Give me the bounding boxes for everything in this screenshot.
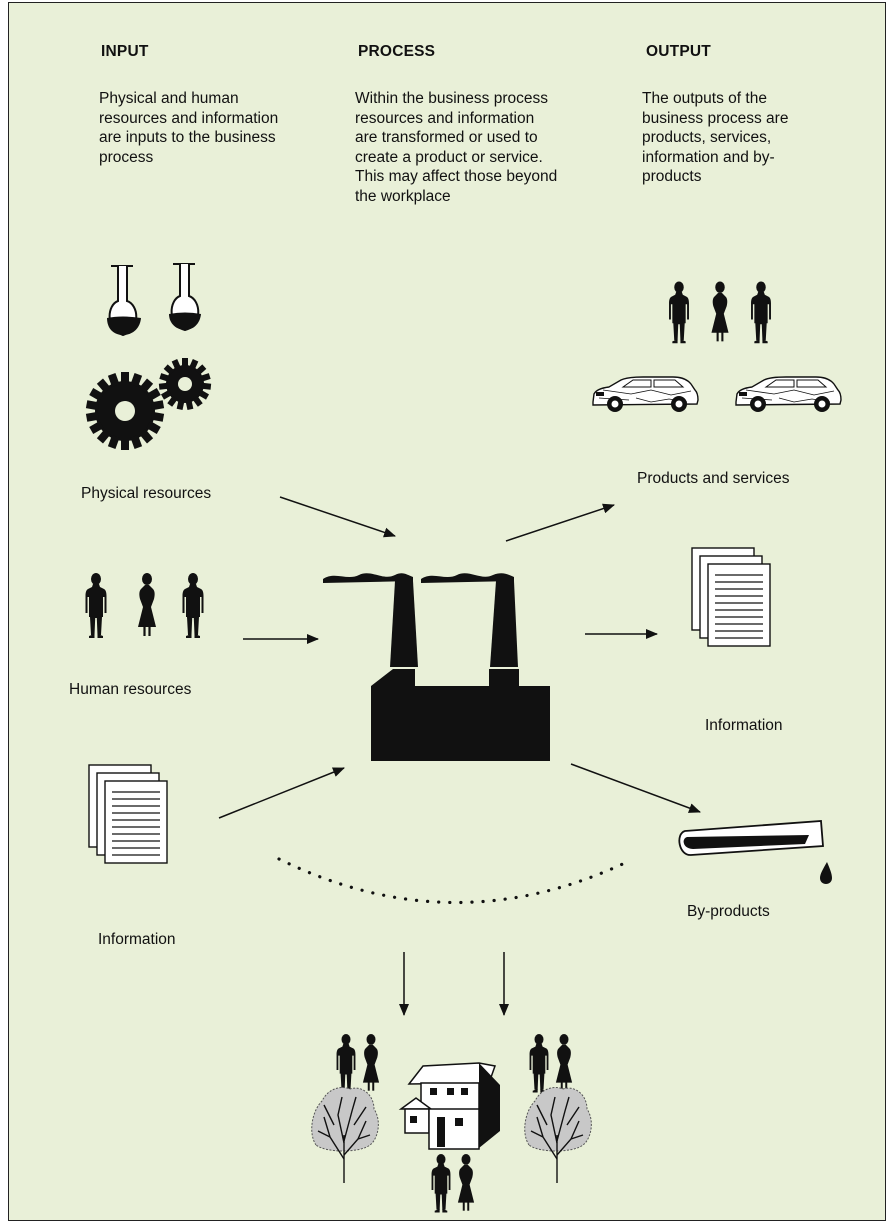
information-output-label: Information	[705, 717, 783, 734]
diagram-panel: INPUT PROCESS OUTPUT Physical and human …	[8, 2, 886, 1221]
input-description: Physical and human resources and informa…	[99, 90, 279, 166]
flow-arrows	[218, 496, 701, 1016]
dotted-impact-arc	[277, 857, 631, 905]
process-heading: PROCESS	[358, 43, 436, 60]
car-icon	[735, 376, 842, 413]
input-heading: INPUT	[101, 43, 149, 60]
arrow-physical-to-process	[279, 496, 396, 538]
tree-icon	[524, 1086, 593, 1184]
diagram-artwork	[85, 263, 842, 1213]
document-stack-icon	[691, 547, 771, 647]
tree-icon	[311, 1086, 380, 1184]
test-tube-icon	[678, 820, 832, 884]
human-resources-people-icon	[85, 573, 204, 638]
arrow-information-to-process	[218, 767, 345, 819]
factory-icon	[323, 573, 550, 761]
output-description: The outputs of the business process are …	[642, 90, 789, 185]
flask-icon	[169, 263, 201, 332]
output-heading: OUTPUT	[646, 43, 711, 60]
information-input-label: Information	[98, 931, 176, 948]
house-icon	[398, 1062, 500, 1150]
physical-resources-label: Physical resources	[81, 485, 212, 502]
arrow-process-to-byproducts	[570, 763, 701, 813]
car-icon	[592, 376, 699, 413]
products-services-label: Products and services	[637, 470, 790, 487]
arrow-process-to-products	[505, 503, 615, 542]
community-scene	[311, 1034, 593, 1213]
document-stack-icon	[88, 764, 168, 864]
by-products-label: By-products	[687, 903, 770, 920]
human-resources-label: Human resources	[69, 681, 192, 698]
flask-icon	[107, 265, 141, 337]
gear-icon	[158, 358, 212, 411]
output-people-icon	[669, 281, 771, 344]
gear-icon	[85, 372, 165, 450]
process-description: Within the business process resources an…	[355, 90, 558, 205]
